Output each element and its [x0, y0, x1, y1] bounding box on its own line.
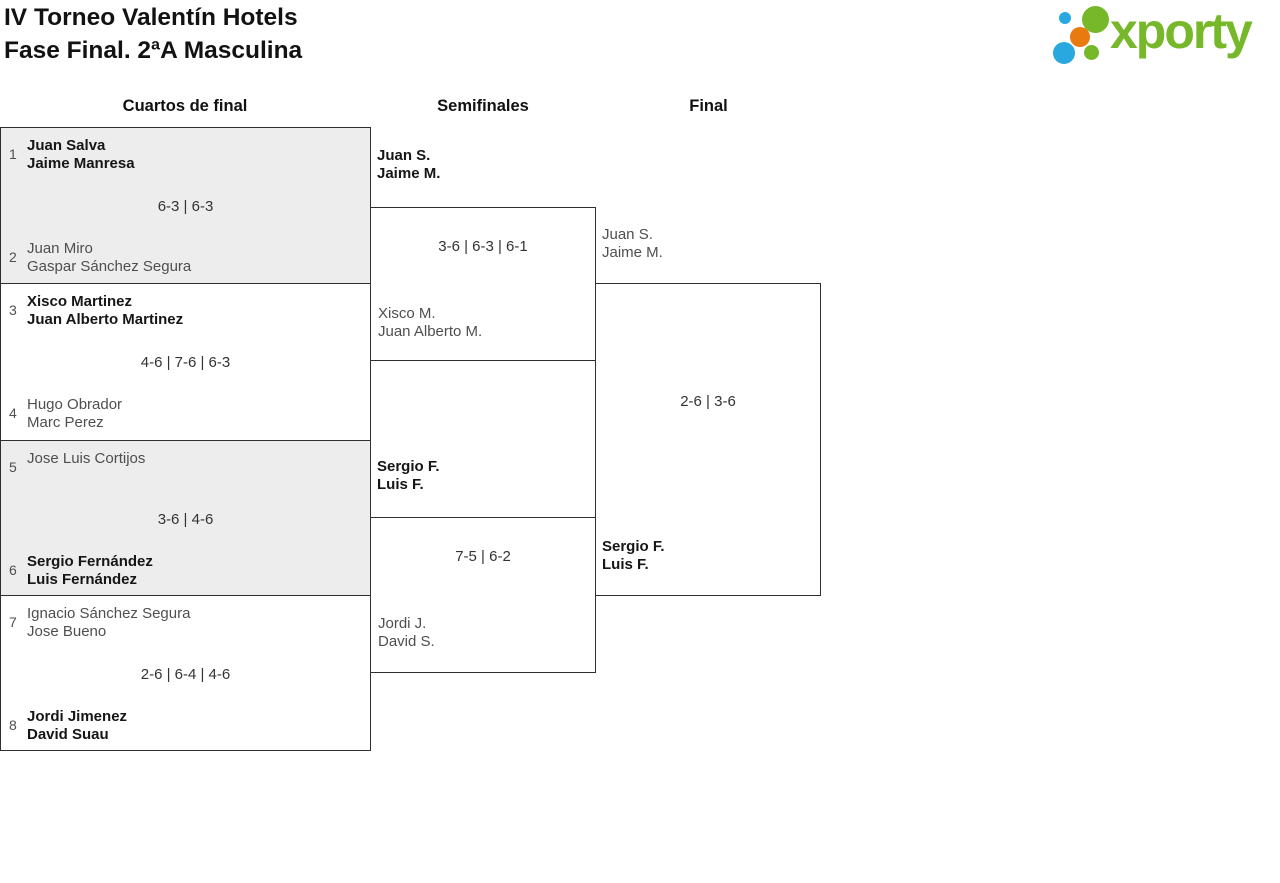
player-name: Xisco Martinez: [27, 293, 133, 310]
column-header-quarterfinals: Cuartos de final: [122, 97, 248, 115]
player-name: Luis F.: [377, 476, 424, 493]
match-score: 3-6 | 6-3 | 6-1: [438, 238, 528, 255]
title-line-1: IV Torneo Valentín Hotels: [4, 4, 298, 31]
player-name: Marc Perez: [27, 414, 104, 431]
match-quarterfinal-3: 5 Jose Luis Cortijos 3-6 | 4-6 6 Sergio …: [0, 440, 371, 596]
player-name: Luis Fernández: [27, 571, 138, 588]
player-name: Xisco M.: [378, 305, 436, 322]
seed-number: 1: [9, 146, 17, 162]
seed-number: 7: [9, 614, 17, 630]
player-name: Juan Miro: [27, 240, 93, 257]
player-name: Gaspar Sánchez Segura: [27, 258, 192, 275]
player-name: Hugo Obrador: [27, 396, 123, 413]
final-top-team: Juan S. Jaime M.: [602, 226, 663, 262]
team-names: Xisco M. Juan Alberto M.: [378, 305, 482, 341]
player-name: Juan S.: [377, 147, 431, 164]
team-names: Hugo Obrador Marc Perez: [27, 396, 122, 432]
semifinal-2-top-team: Sergio F. Luis F.: [377, 458, 440, 494]
player-name: Jordi J.: [378, 615, 427, 632]
match-score: 7-5 | 6-2: [455, 548, 511, 565]
team-names: Sergio Fernández Luis Fernández: [27, 553, 153, 589]
column-header-final: Final: [689, 97, 728, 115]
team-names: Jose Luis Cortijos: [27, 450, 145, 468]
seed-number: 3: [9, 302, 17, 318]
player-name: Sergio F.: [377, 458, 440, 475]
seed-number: 5: [9, 459, 17, 475]
seed-number: 2: [9, 249, 17, 265]
team-names: Ignacio Sánchez Segura Jose Bueno: [27, 605, 190, 641]
match-score: 3-6 | 4-6: [157, 511, 214, 528]
player-name: Juan Alberto M.: [378, 323, 483, 340]
match-score: 2-6 | 3-6: [680, 393, 736, 410]
column-header-semifinals: Semifinales: [437, 97, 529, 115]
xporty-logo: xporty: [1048, 0, 1280, 72]
team-names: Juan Miro Gaspar Sánchez Segura: [27, 240, 191, 276]
player-name: Jaime M.: [602, 244, 663, 261]
seed-number: 6: [9, 562, 17, 578]
player-name: Jaime Manresa: [27, 155, 135, 172]
player-name: David Suau: [27, 726, 109, 743]
team-names: Jordi J. David S.: [378, 615, 435, 651]
page-title: IV Torneo Valentín Hotels Fase Final. 2ª…: [4, 1, 302, 67]
match-score: 4-6 | 7-6 | 6-3: [140, 354, 231, 371]
logo-dot-icon: [1053, 42, 1075, 64]
seed-number: 8: [9, 717, 17, 733]
player-name: Jose Bueno: [27, 623, 107, 640]
logo-dot-icon: [1070, 27, 1090, 47]
player-name: Juan Alberto Martinez: [27, 311, 184, 328]
match-final: 2-6 | 3-6: [595, 283, 821, 596]
player-name: Ignacio Sánchez Segura: [27, 605, 191, 622]
logo-wordmark: xporty: [1110, 3, 1253, 59]
match-semifinal-1: 3-6 | 6-3 | 6-1 Xisco M. Juan Alberto M.: [370, 207, 596, 361]
team-names: Xisco Martinez Juan Alberto Martinez: [27, 293, 183, 329]
player-name: Juan Salva: [27, 137, 106, 154]
title-line-2: Fase Final. 2ªA Masculina: [4, 37, 303, 64]
semifinal-1-top-team: Juan S. Jaime M.: [377, 147, 440, 183]
match-quarterfinal-4: 7 Ignacio Sánchez Segura Jose Bueno 2-6 …: [0, 595, 371, 751]
logo-dot-icon: [1084, 45, 1099, 60]
final-bottom-team: Sergio F. Luis F.: [602, 538, 665, 574]
player-name: Sergio F.: [602, 538, 665, 555]
player-name: Juan S.: [602, 226, 653, 243]
player-name: Jaime M.: [377, 165, 441, 182]
logo-dot-icon: [1059, 12, 1071, 24]
player-name: Jordi Jimenez: [27, 708, 128, 725]
player-name: Jose Luis Cortijos: [27, 450, 146, 467]
match-score: 2-6 | 6-4 | 4-6: [140, 666, 231, 683]
team-names: Jordi Jimenez David Suau: [27, 708, 127, 744]
seed-number: 4: [9, 405, 17, 421]
match-quarterfinal-2: 3 Xisco Martinez Juan Alberto Martinez 4…: [0, 283, 371, 441]
player-name: David S.: [378, 633, 435, 650]
match-quarterfinal-1: 1 Juan Salva Jaime Manresa 6-3 | 6-3 2 J…: [0, 127, 371, 284]
match-score: 6-3 | 6-3: [157, 198, 214, 215]
player-name: Sergio Fernández: [27, 553, 153, 570]
match-semifinal-2: 7-5 | 6-2 Jordi J. David S.: [370, 517, 596, 673]
player-name: Luis F.: [602, 556, 649, 573]
team-names: Juan Salva Jaime Manresa: [27, 137, 135, 173]
